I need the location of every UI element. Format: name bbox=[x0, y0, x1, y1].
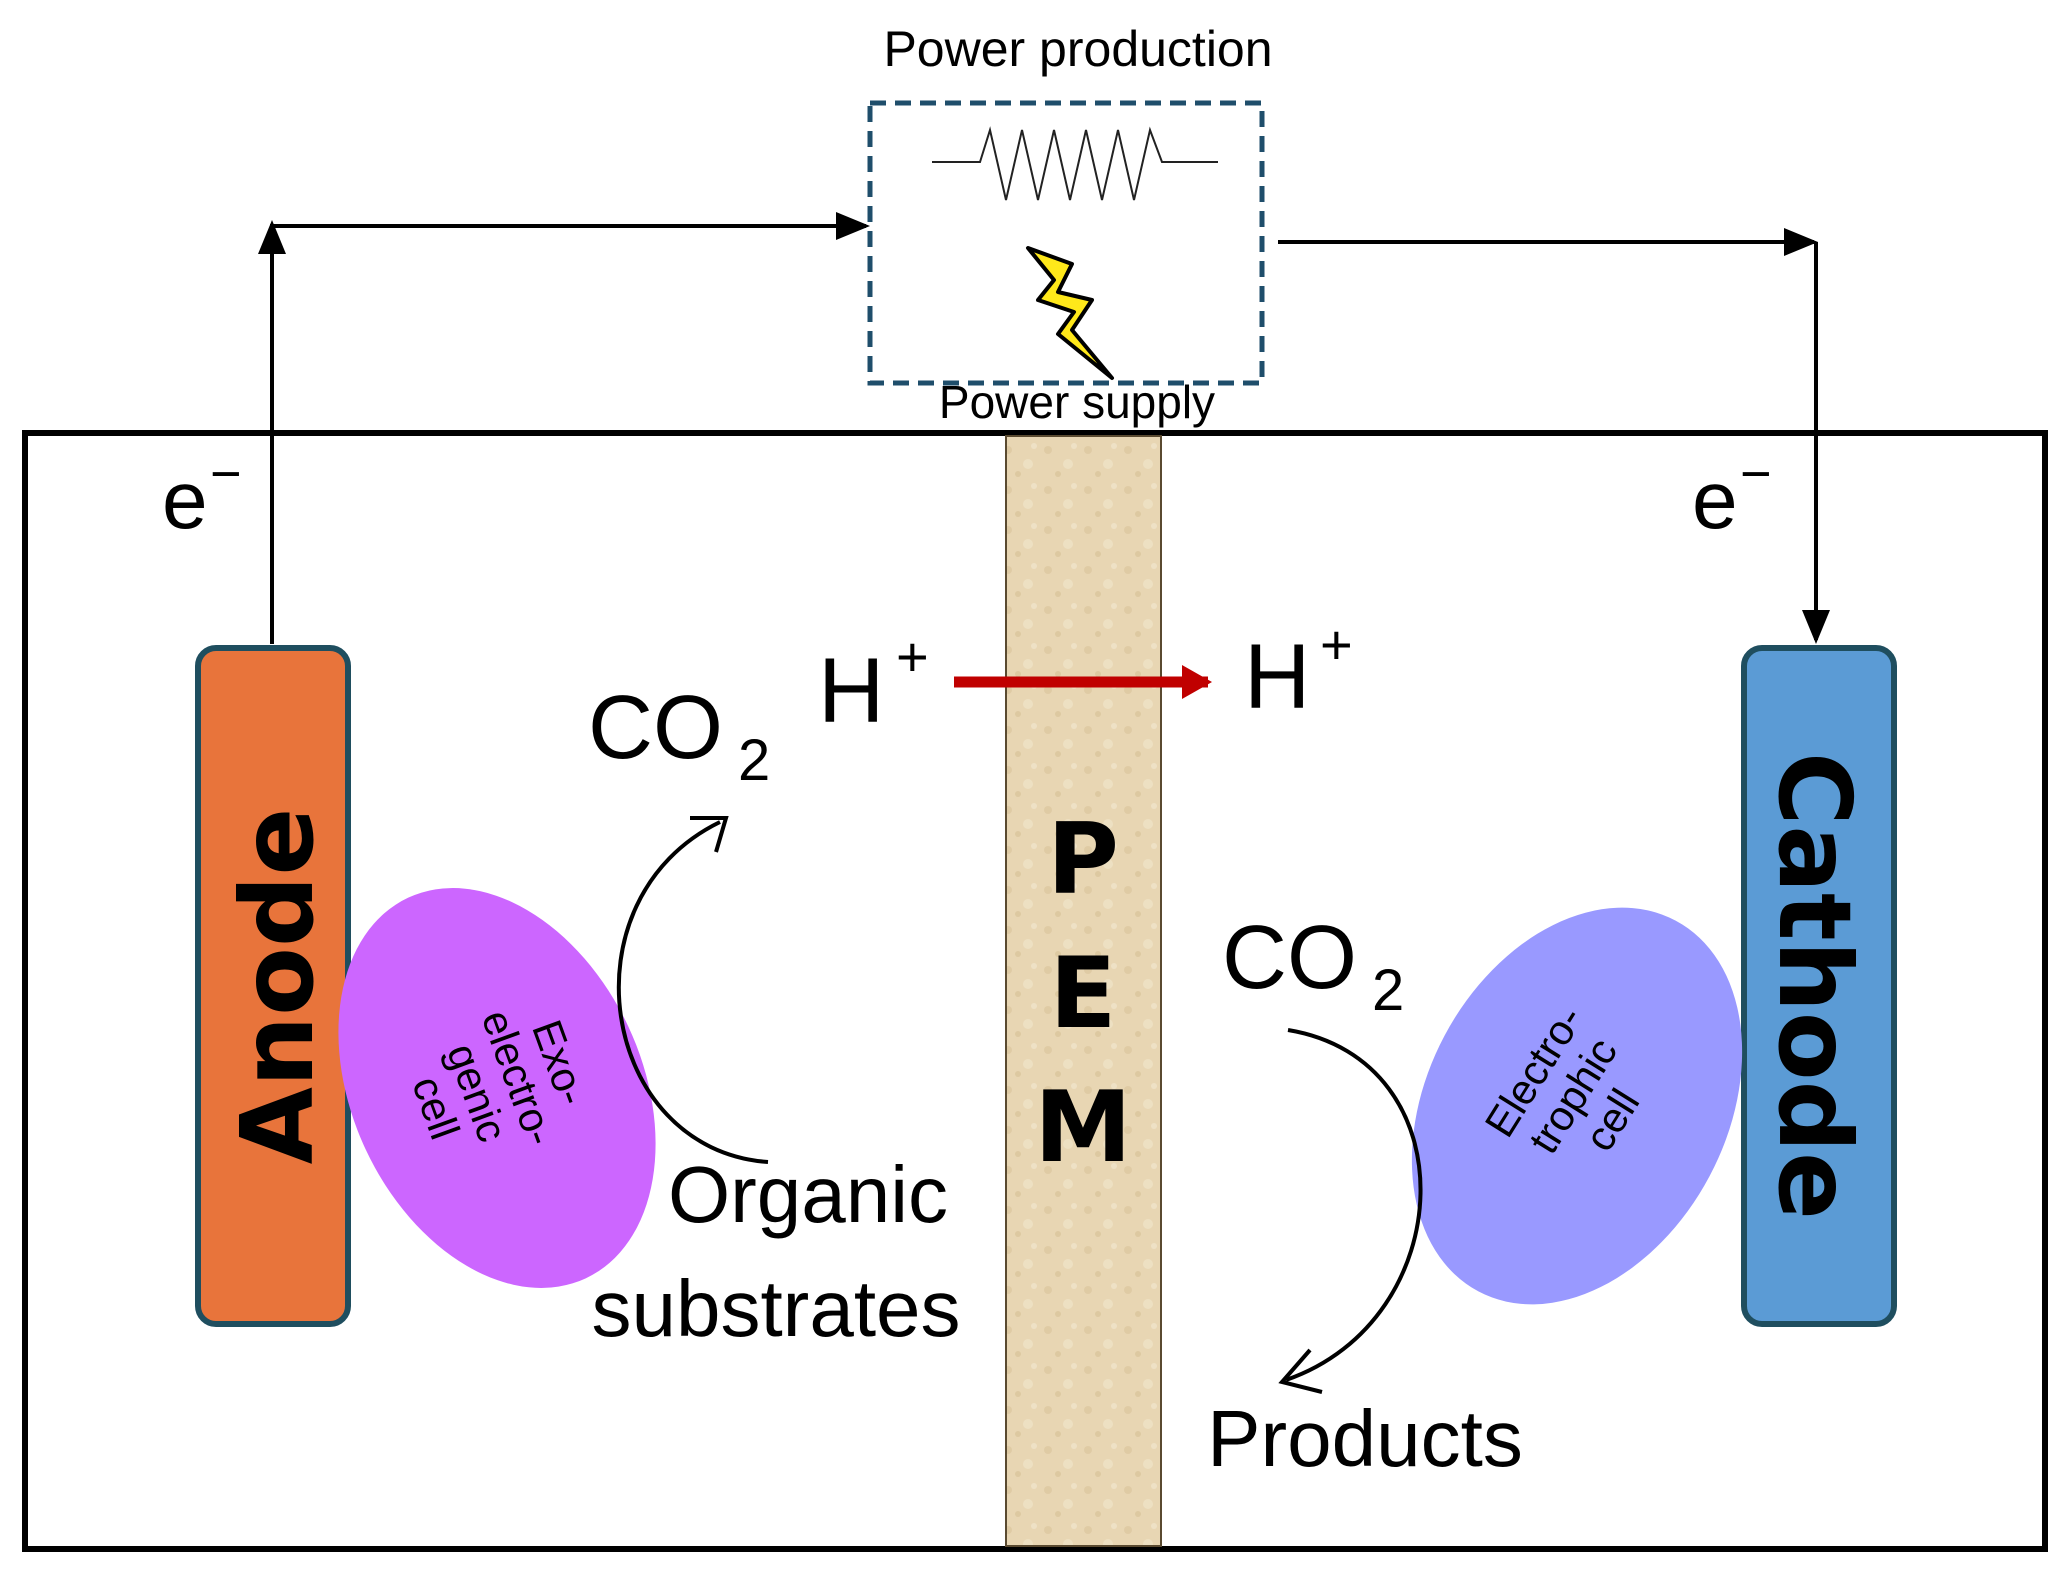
reduction-arrow bbox=[1285, 1028, 1423, 1382]
co2-anode-subscript: 2 bbox=[738, 728, 770, 793]
electron-label-left: e bbox=[162, 455, 208, 546]
electron-label-right: e bbox=[1692, 455, 1738, 546]
pem-letter-p: P bbox=[1047, 803, 1119, 917]
oxidation-arrow bbox=[616, 820, 769, 1164]
proton-left-charge: + bbox=[896, 625, 929, 688]
proton-left-label: H bbox=[818, 640, 884, 742]
reduction-arrowhead bbox=[1278, 1348, 1323, 1394]
organic-substrates-line2: substrates bbox=[591, 1264, 960, 1353]
cathode-electrode bbox=[1741, 645, 1897, 1327]
proton-right-charge: + bbox=[1320, 613, 1353, 676]
anode-label: Anode bbox=[219, 808, 336, 1165]
cathode-label: Cathode bbox=[1756, 752, 1873, 1220]
oxidation-arrowhead bbox=[690, 816, 729, 853]
co2-cathode-subscript: 2 bbox=[1372, 958, 1404, 1023]
exoelectrogenic-cell bbox=[338, 888, 656, 1288]
co2-cathode-label: CO bbox=[1222, 908, 1357, 1008]
pem-membrane bbox=[1005, 435, 1162, 1547]
organic-substrates-line1: Organic bbox=[668, 1150, 948, 1239]
exoelectrogenic-cell-label: Exo- electro- genic cell bbox=[403, 1004, 597, 1152]
proton-right-label: H bbox=[1244, 626, 1310, 728]
electron-charge-left: − bbox=[210, 444, 242, 504]
pem-letter-m: M bbox=[1034, 1071, 1132, 1185]
electrotrophic-cell bbox=[1411, 907, 1743, 1305]
co2-anode-label: CO bbox=[588, 678, 723, 778]
resistor-icon bbox=[932, 126, 1218, 201]
products-label: Products bbox=[1207, 1394, 1523, 1483]
lightning-bolt-icon bbox=[1026, 246, 1114, 380]
power-supply-label: Power supply bbox=[939, 376, 1215, 428]
power-production-label: Power production bbox=[883, 21, 1272, 77]
electron-charge-right: − bbox=[1740, 444, 1772, 504]
pem-letter-e: E bbox=[1050, 937, 1117, 1051]
